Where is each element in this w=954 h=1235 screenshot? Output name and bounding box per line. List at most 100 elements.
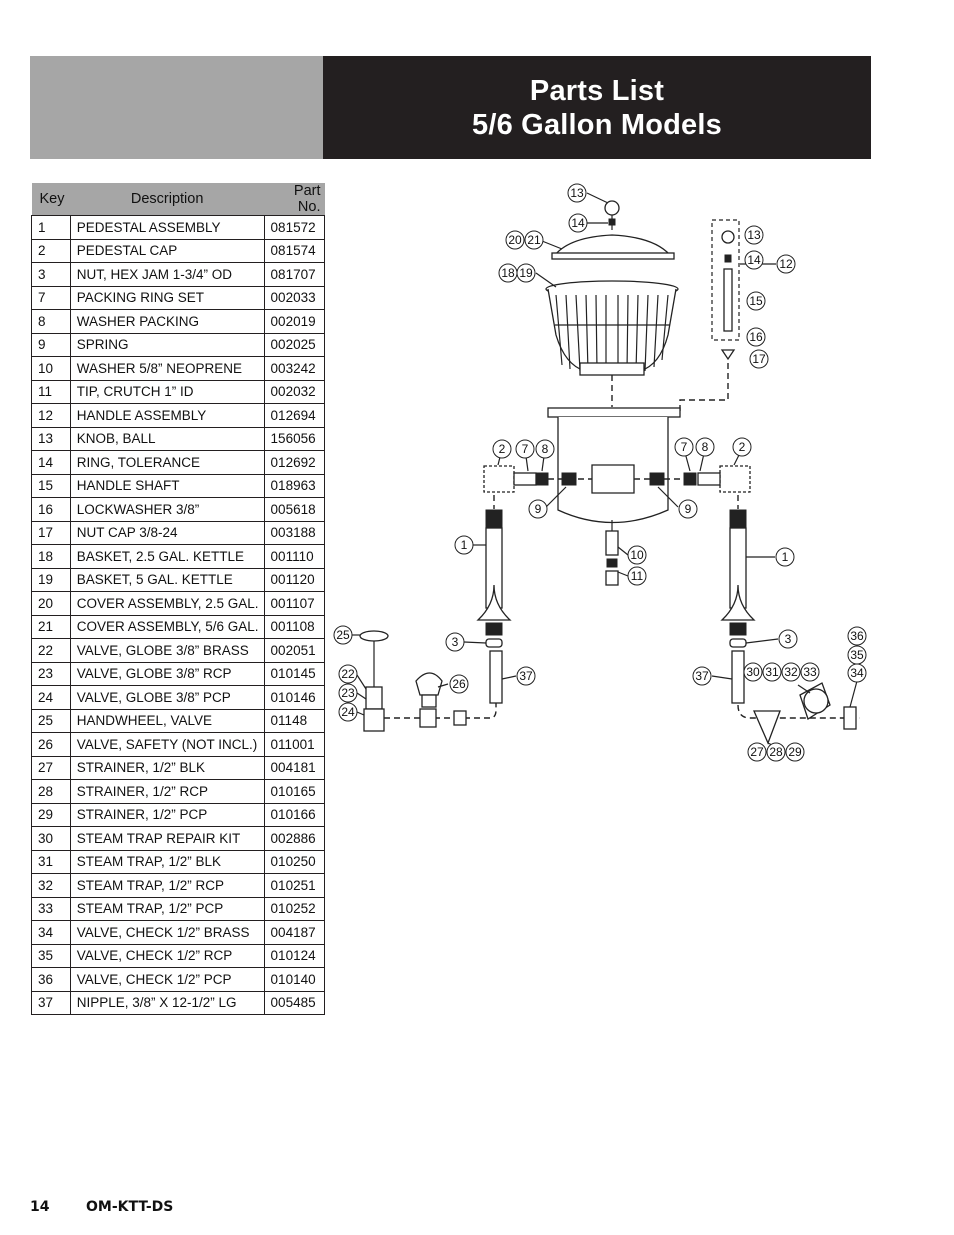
cell-part-no: 001108 — [263, 614, 326, 639]
svg-text:28: 28 — [769, 745, 783, 759]
cell-description: STRAINER, 1/2” RCP — [69, 779, 265, 804]
callout-2-right: 2 — [732, 437, 752, 457]
right-pedestal-cap-drawing — [634, 465, 751, 493]
cell-key: 16 — [31, 497, 71, 522]
cell-part-no: 018963 — [263, 473, 326, 498]
cell-part-no: 01148 — [263, 708, 326, 733]
callout-25: 25 — [333, 625, 353, 645]
cell-description: VALVE, CHECK 1/2” RCP — [69, 943, 265, 968]
cell-part-no: 004187 — [263, 920, 326, 945]
callout-27: 27 — [747, 742, 767, 762]
svg-text:14: 14 — [571, 216, 585, 230]
callout-12: 12 — [776, 254, 796, 274]
left-piping-drawing — [359, 630, 503, 732]
cell-part-no: 002025 — [263, 332, 326, 357]
svg-text:11: 11 — [631, 569, 644, 583]
cell-description: PEDESTAL CAP — [69, 238, 265, 263]
callout-29: 29 — [785, 742, 805, 762]
cell-part-no: 156056 — [263, 426, 326, 451]
cell-key: 32 — [31, 873, 71, 898]
svg-text:12: 12 — [779, 257, 793, 271]
svg-text:22: 22 — [341, 667, 355, 681]
cover-assembly-drawing — [551, 200, 675, 260]
svg-text:1: 1 — [461, 538, 468, 552]
svg-text:20: 20 — [508, 233, 522, 247]
svg-text:7: 7 — [681, 440, 688, 454]
cell-description: STRAINER, 1/2” PCP — [69, 802, 265, 827]
cell-part-no: 001107 — [263, 591, 326, 616]
svg-text:27: 27 — [750, 745, 764, 759]
cell-description: STEAM TRAP, 1/2” RCP — [69, 873, 265, 898]
svg-text:26: 26 — [452, 677, 466, 691]
callout-32: 32 — [781, 662, 801, 682]
left-pedestal-drawing — [476, 495, 512, 648]
svg-text:31: 31 — [765, 665, 779, 679]
svg-text:25: 25 — [336, 628, 350, 642]
svg-text:8: 8 — [702, 440, 709, 454]
svg-text:13: 13 — [747, 228, 761, 242]
cell-key: 12 — [31, 403, 71, 428]
cell-key: 13 — [31, 426, 71, 451]
cell-key: 18 — [31, 544, 71, 569]
callout-13-handle: 13 — [744, 225, 764, 245]
cell-key: 23 — [31, 661, 71, 686]
svg-text:37: 37 — [519, 669, 533, 683]
svg-text:16: 16 — [749, 330, 763, 344]
svg-text:32: 32 — [784, 665, 798, 679]
cell-part-no: 081707 — [263, 262, 326, 287]
cell-part-no: 081574 — [263, 238, 326, 263]
page-title: Parts List 5/6 Gallon Models — [323, 56, 871, 159]
cell-description: VALVE, GLOBE 3/8” PCP — [69, 685, 265, 710]
cell-key: 11 — [31, 379, 71, 404]
cell-key: 1 — [31, 215, 71, 240]
callout-24: 24 — [338, 702, 358, 722]
header-gray-block — [30, 56, 323, 159]
cell-description: STEAM TRAP REPAIR KIT — [69, 826, 265, 851]
cell-key: 21 — [31, 614, 71, 639]
svg-text:15: 15 — [749, 294, 763, 308]
page-footer: 14 OM-KTT-DS — [30, 1199, 173, 1215]
svg-text:13: 13 — [570, 186, 584, 200]
cell-description: STEAM TRAP, 1/2” PCP — [69, 896, 265, 921]
cell-part-no: 010140 — [263, 967, 326, 992]
cell-key: 34 — [31, 920, 71, 945]
callout-3-right: 3 — [778, 629, 798, 649]
cell-part-no: 012694 — [263, 403, 326, 428]
cell-part-no: 002051 — [263, 638, 326, 663]
callout-2-left: 2 — [492, 439, 512, 459]
svg-text:2: 2 — [499, 442, 506, 456]
cell-description: HANDWHEEL, VALVE — [69, 708, 265, 733]
cell-part-no: 005618 — [263, 497, 326, 522]
callout-14-top: 14 — [568, 213, 588, 233]
cell-part-no: 010165 — [263, 779, 326, 804]
document-code: OM-KTT-DS — [86, 1199, 174, 1215]
cell-key: 14 — [31, 450, 71, 475]
callout-37-left: 37 — [516, 666, 536, 686]
cell-key: 25 — [31, 708, 71, 733]
cell-description: TIP, CRUTCH 1” ID — [69, 379, 265, 404]
kettle-body-drawing — [547, 407, 681, 586]
cell-key: 35 — [31, 943, 71, 968]
cell-description: COVER ASSEMBLY, 2.5 GAL. — [69, 591, 265, 616]
callout-28: 28 — [766, 742, 786, 762]
cell-part-no: 003188 — [263, 520, 326, 545]
callout-37-right: 37 — [692, 666, 712, 686]
cell-part-no: 010145 — [263, 661, 326, 686]
cell-part-no: 002886 — [263, 826, 326, 851]
callout-23: 23 — [338, 683, 358, 703]
